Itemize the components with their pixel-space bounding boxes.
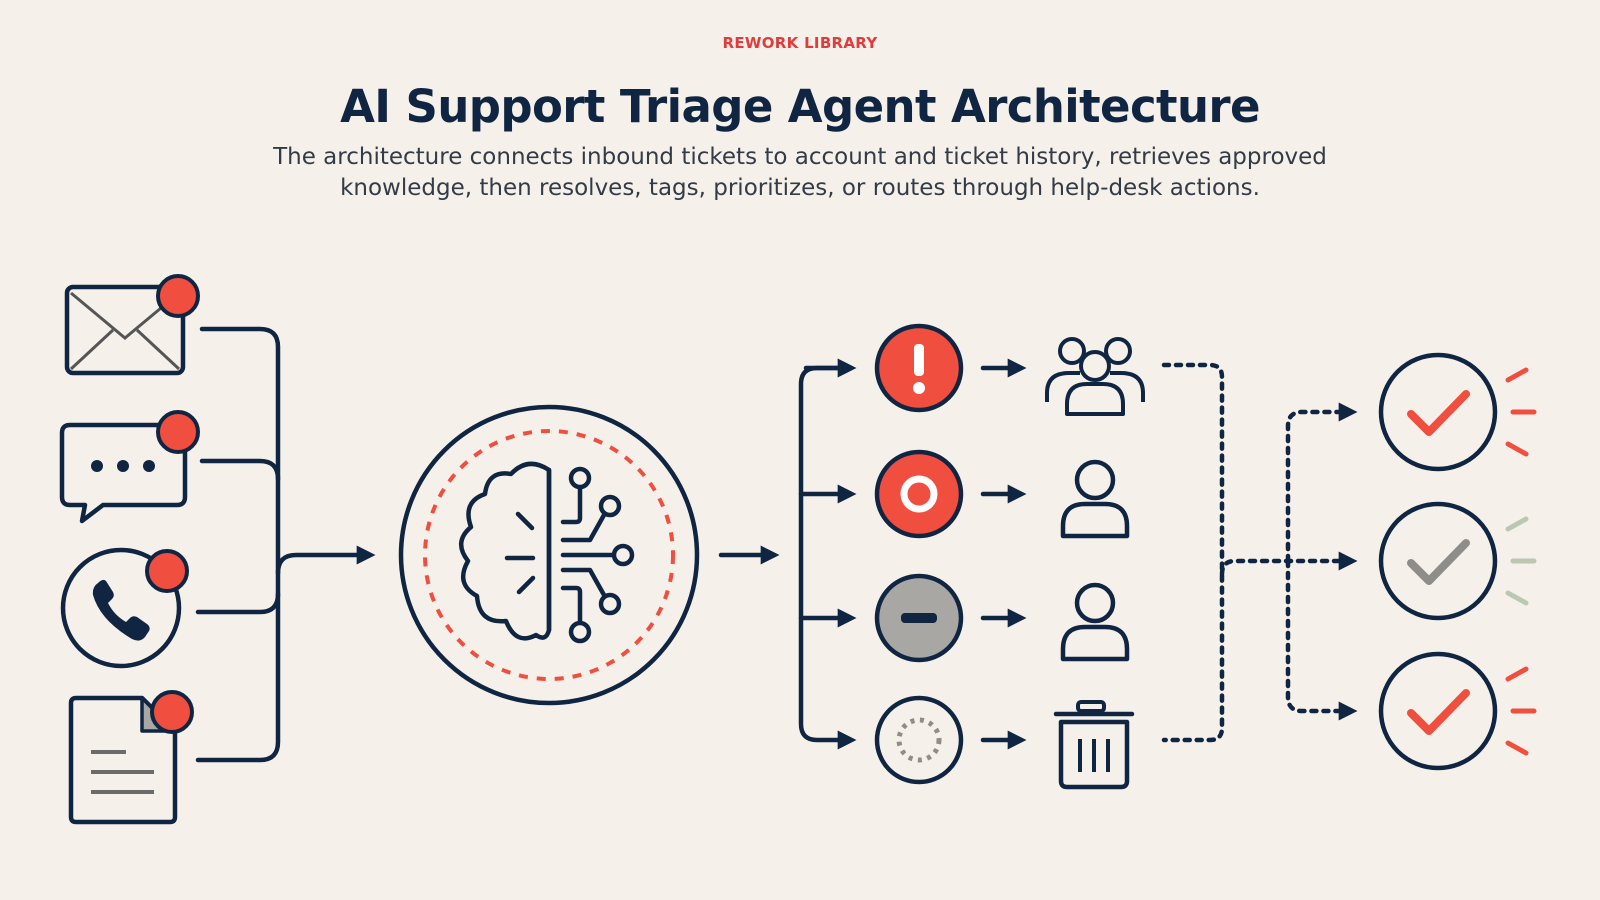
team-icon — [1045, 337, 1145, 416]
dotted-merge-connectors — [1161, 362, 1358, 743]
high-priority-icon — [874, 449, 964, 539]
page-title: AI Support Triage Agent Architecture — [340, 80, 1260, 133]
phone-icon — [60, 547, 189, 669]
input-connectors — [195, 326, 376, 763]
ai-brain-icon — [398, 404, 700, 706]
email-icon — [64, 274, 200, 376]
library-label: REWORK LIBRARY — [722, 34, 878, 52]
resolved-check-icon — [1378, 651, 1537, 771]
page-subtitle: The architecture connects inbound ticket… — [273, 144, 1327, 201]
urgent-priority-icon — [874, 323, 964, 413]
document-icon — [68, 690, 194, 825]
agent-icon — [1060, 582, 1130, 662]
agent-icon — [1060, 459, 1130, 539]
routing-arrows — [980, 358, 1027, 750]
priority-router — [798, 358, 857, 750]
chat-icon — [59, 410, 200, 524]
low-priority-icon — [874, 695, 964, 785]
normal-priority-icon — [874, 573, 964, 663]
trash-icon — [1053, 700, 1135, 790]
resolved-check-icon — [1378, 352, 1537, 472]
pending-check-icon — [1378, 501, 1537, 621]
